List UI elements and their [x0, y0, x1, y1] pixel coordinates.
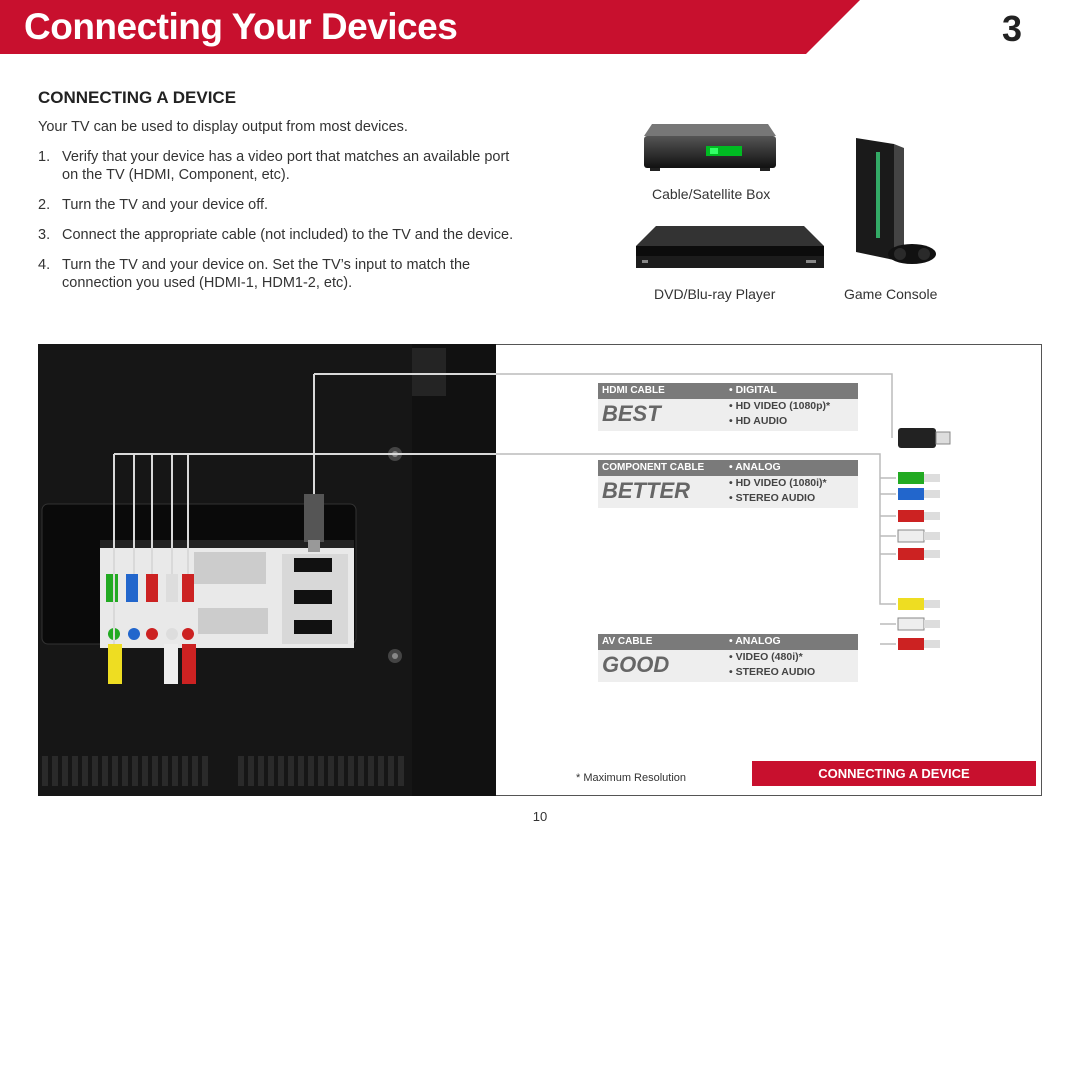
dvd-player-caption: DVD/Blu-ray Player	[654, 286, 776, 302]
match-line: Match	[144, 1046, 172, 1057]
tier-feature: • ANALOG	[729, 635, 781, 647]
tv-rear-panel: Match colored connectors to colored port…	[38, 344, 496, 1087]
game-console-caption: Game Console	[844, 286, 938, 302]
connector-lines	[496, 373, 951, 650]
step-item: 2. Turn the TV and your device off.	[38, 196, 528, 214]
tier-feature: • HD VIDEO (1080i)*	[729, 477, 827, 489]
cable-box-caption: Cable/Satellite Box	[652, 186, 771, 202]
tier-cable-name: COMPONENT CABLE	[602, 462, 705, 473]
step-text: Verify that your device has a video port…	[62, 149, 510, 183]
tier-grade: BETTER	[602, 478, 690, 503]
step-item: 3. Connect the appropriate cable (not inc…	[38, 226, 528, 244]
step-text: Turn the TV and your device off.	[62, 197, 269, 213]
section-badge-label: CONNECTING A DEVICE	[818, 766, 970, 781]
av-plugs-icon	[897, 598, 940, 650]
intro-text: Your TV can be used to display output fr…	[38, 119, 408, 135]
tier-feature: • HD VIDEO (1080p)*	[729, 400, 831, 412]
cable-diagram-frame	[496, 344, 1042, 796]
step-number: 3.	[38, 227, 51, 243]
page-number: 10	[532, 809, 548, 824]
tier-feature: • STEREO AUDIO	[729, 666, 816, 678]
tier-feature: • STEREO AUDIO	[729, 492, 816, 504]
section-badge: CONNECTING A DEVICE	[752, 761, 1036, 786]
tier-feature: • DIGITAL	[729, 384, 777, 396]
step-item: 1. Verify that your device has a video po…	[38, 148, 528, 184]
section-heading: CONNECTING A DEVICE	[38, 88, 237, 107]
page-title: Connecting Your Devices	[24, 6, 458, 47]
match-line: colored connectors	[144, 1061, 229, 1072]
tier-header	[598, 383, 858, 399]
cable-box-image	[644, 124, 776, 171]
component-plugs-icon	[897, 472, 940, 560]
tier-feature: • ANALOG	[729, 461, 781, 473]
tier-better: COMPONENT CABLE BETTER • ANALOG • HD VID…	[598, 460, 858, 508]
step-text: Turn the TV and your device on. Set the …	[62, 257, 471, 291]
tier-cable-name: AV CABLE	[602, 636, 653, 647]
tier-good: AV CABLE GOOD • ANALOG • VIDEO (480i)* •…	[598, 634, 858, 682]
tier-grade: GOOD	[602, 652, 670, 677]
dvd-player-image	[636, 226, 824, 268]
step-item: 4. Turn the TV and your device on. Set th…	[38, 256, 528, 292]
tier-cable-name: HDMI CABLE	[602, 385, 665, 396]
hdmi-plug-icon	[898, 428, 951, 448]
tier-feature: • VIDEO (480i)*	[729, 651, 803, 663]
tier-grade: BEST	[602, 401, 661, 426]
step-number: 1.	[38, 149, 51, 165]
tier-best: HDMI CABLE BEST • DIGITAL • HD VIDEO (10…	[598, 383, 858, 431]
header-band	[0, 0, 860, 54]
match-note: Match colored connectors to colored port…	[144, 1044, 229, 1089]
game-console-image	[856, 138, 936, 264]
tier-feature: • HD AUDIO	[729, 415, 788, 427]
resolution-footnote: * Maximum Resolution	[576, 772, 687, 784]
step-text: Connect the appropriate cable (not inclu…	[62, 227, 514, 243]
step-number: 2.	[38, 197, 51, 213]
steps-list: 1. Verify that your device has a video po…	[38, 148, 528, 302]
step-number: 4.	[38, 257, 51, 273]
match-line: to colored ports.	[144, 1076, 216, 1087]
chapter-number: 3	[1001, 8, 1022, 49]
tier-header	[598, 634, 858, 650]
tier-header	[598, 460, 858, 476]
